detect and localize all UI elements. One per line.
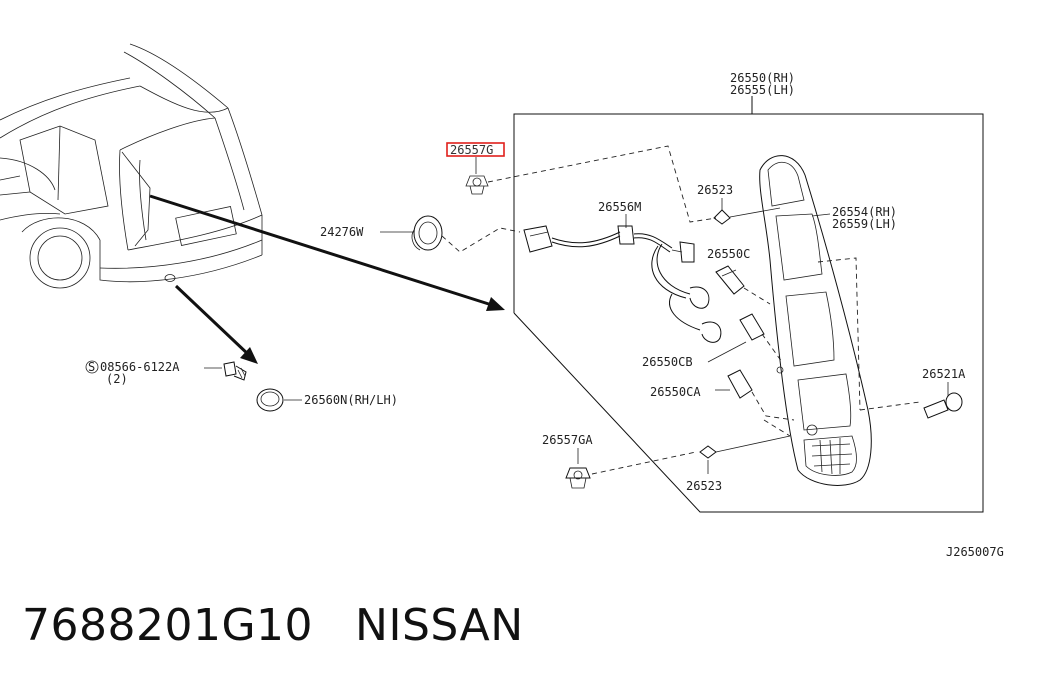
highlighted-part-label[interactable]: 26557G <box>450 143 493 157</box>
clip-part-icon <box>465 175 489 195</box>
highlight-box <box>446 142 505 157</box>
screw-top-label[interactable]: 26523 <box>697 183 733 197</box>
socket-c-label[interactable]: 26550C <box>707 247 750 261</box>
assembly-label-rh: 26550(RH) <box>730 71 795 85</box>
screw-top-icon <box>713 207 781 225</box>
lens-label-lh[interactable]: 26559(LH) <box>832 217 897 231</box>
socket-ca-icon <box>727 369 795 421</box>
socket-cb-icon <box>739 313 783 363</box>
bolt-icon <box>923 392 963 419</box>
screw-icon <box>223 361 247 381</box>
screw-bottom-icon <box>699 435 791 474</box>
screw-bottom-label[interactable]: 26523 <box>686 479 722 493</box>
grommet-label[interactable]: 24276W <box>320 225 364 239</box>
footer: 7688201G10 NISSAN <box>22 600 524 651</box>
screw-symbol-text: S <box>88 360 95 374</box>
cover-cap-icon <box>256 388 284 412</box>
part-number: 7688201G10 <box>22 600 314 651</box>
clip-ga-icon <box>565 467 591 489</box>
bolt-label[interactable]: 26521A <box>922 367 966 381</box>
screw-symbol-icon <box>85 360 99 374</box>
cover-label[interactable]: 26560N(RH/LH) <box>304 393 398 407</box>
pointer-arrows <box>149 194 505 364</box>
socket-c-icon <box>715 265 771 305</box>
tail-lamp-lens-icon <box>759 155 921 486</box>
lens-label-rh[interactable]: 26554(RH) <box>832 205 897 219</box>
harness-label[interactable]: 26556M <box>598 200 641 214</box>
diagram-code: J265007G <box>946 545 1004 559</box>
socket-cb-label[interactable]: 26550CB <box>642 355 693 369</box>
brand-name: NISSAN <box>355 600 524 651</box>
screw-spec-label[interactable]: 08566-6122A <box>100 360 180 374</box>
wiring-harness-icon <box>523 225 722 343</box>
socket-ca-label[interactable]: 26550CA <box>650 385 701 399</box>
vehicle-illustration <box>0 43 263 289</box>
screw-qty-label: (2) <box>106 372 128 386</box>
assembly-label-lh: 26555(LH) <box>730 83 795 97</box>
grommet-icon <box>411 215 443 251</box>
assembly-frame <box>513 96 984 513</box>
clip-ga-label[interactable]: 26557GA <box>542 433 593 447</box>
